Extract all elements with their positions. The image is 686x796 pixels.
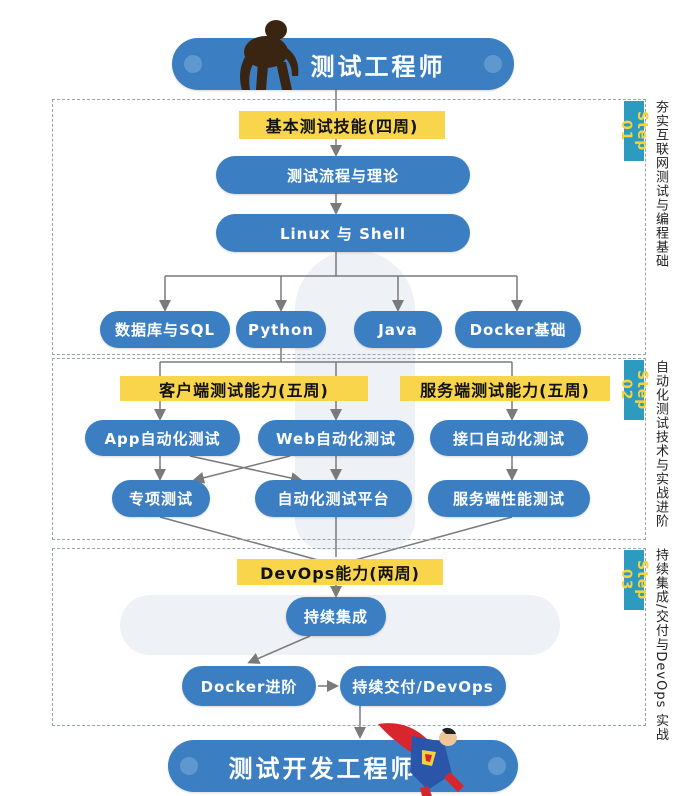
connector (192, 455, 291, 484)
database-sql-node: 数据库与SQL (100, 311, 230, 348)
banner-hole-left (184, 55, 202, 73)
start-role-label: 测试工程师 (310, 52, 446, 81)
server-performance-node: 服务端性能测试 (428, 480, 590, 517)
banner-hole-right (484, 55, 502, 73)
server-skills-label: 服务端测试能力(五周) (400, 376, 610, 401)
client-skills-label: 客户端测试能力(五周) (120, 376, 368, 401)
step-03-description: 持续集成/交付与DevOps 实战 (653, 548, 668, 742)
step-01-box (52, 99, 646, 355)
app-automation-node: App自动化测试 (85, 420, 240, 456)
python-node: Python (236, 311, 326, 348)
automation-platform-node: 自动化测试平台 (255, 480, 412, 517)
start-role-banner: 测试工程师 (172, 38, 514, 90)
end-role-label: 测试开发工程师 (228, 754, 418, 783)
java-node: Java (354, 311, 442, 348)
step-03-box (52, 548, 646, 726)
banner-hole-left (180, 757, 198, 775)
continuous-delivery-node: 持续交付/DevOps (340, 666, 506, 706)
connector (159, 516, 319, 561)
basic-skills-label: 基本测试技能(四周) (239, 111, 445, 139)
linux-shell-node: Linux 与 Shell (216, 214, 470, 252)
step-02-tab: Step 02 (618, 360, 650, 420)
end-role-banner: 测试开发工程师 (168, 740, 518, 792)
banner-hole-right (488, 757, 506, 775)
connector (247, 635, 311, 664)
docker-basics-node: Docker基础 (455, 311, 581, 348)
step-03-tab: Step 03 (618, 550, 650, 610)
step-02-box (52, 358, 646, 540)
step-02-description: 自动化测试技术与实战进阶 (653, 360, 668, 528)
ape-icon (240, 20, 299, 90)
docker-advanced-node: Docker进阶 (182, 666, 316, 706)
special-testing-node: 专项测试 (112, 480, 210, 517)
flow-theory-node: 测试流程与理论 (216, 156, 470, 194)
continuous-integration-node: 持续集成 (286, 597, 386, 636)
step-01-tab: Step 01 (618, 101, 650, 161)
web-automation-node: Web自动化测试 (258, 420, 414, 456)
connector (354, 516, 513, 561)
superhero-icon (378, 723, 464, 796)
step-01-description: 夯实互联网测试与编程基础 (653, 100, 668, 268)
devops-skills-label: DevOps能力(两周) (237, 559, 443, 585)
api-automation-node: 接口自动化测试 (430, 420, 588, 456)
